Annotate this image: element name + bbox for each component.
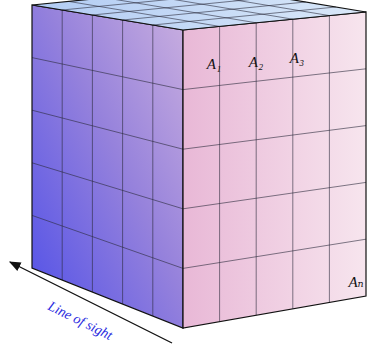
grid-line <box>183 69 366 90</box>
top-face <box>32 0 366 30</box>
grid-line <box>183 182 366 208</box>
face-edge <box>32 5 183 328</box>
grid-lines <box>32 10 183 316</box>
grid-line <box>183 239 366 268</box>
grid-line <box>183 126 366 150</box>
cell-label: Aₙ <box>348 275 363 290</box>
grid-line <box>32 58 183 90</box>
right-face <box>183 12 366 328</box>
face-edge <box>32 0 366 30</box>
grid-line <box>62 10 63 280</box>
grid-line <box>122 20 123 304</box>
left-face <box>32 5 183 328</box>
grid-line <box>92 15 93 292</box>
grid-line <box>153 7 336 25</box>
grid-line <box>32 110 183 149</box>
grid-lines <box>183 16 366 322</box>
grid-line <box>32 215 183 268</box>
axis-label: Line of sight <box>46 299 115 343</box>
grid-line <box>152 25 153 316</box>
cell-label: A₂ <box>249 55 263 70</box>
grid-line <box>329 16 330 303</box>
grid-line <box>32 163 183 209</box>
face-edge <box>183 12 366 328</box>
sight-arrow <box>10 262 172 343</box>
grid-lines <box>62 0 336 26</box>
grid-line <box>123 2 306 20</box>
cell-label: A₁ <box>207 57 221 72</box>
cell-label: A₃ <box>290 51 304 66</box>
grid-line <box>69 1 220 26</box>
